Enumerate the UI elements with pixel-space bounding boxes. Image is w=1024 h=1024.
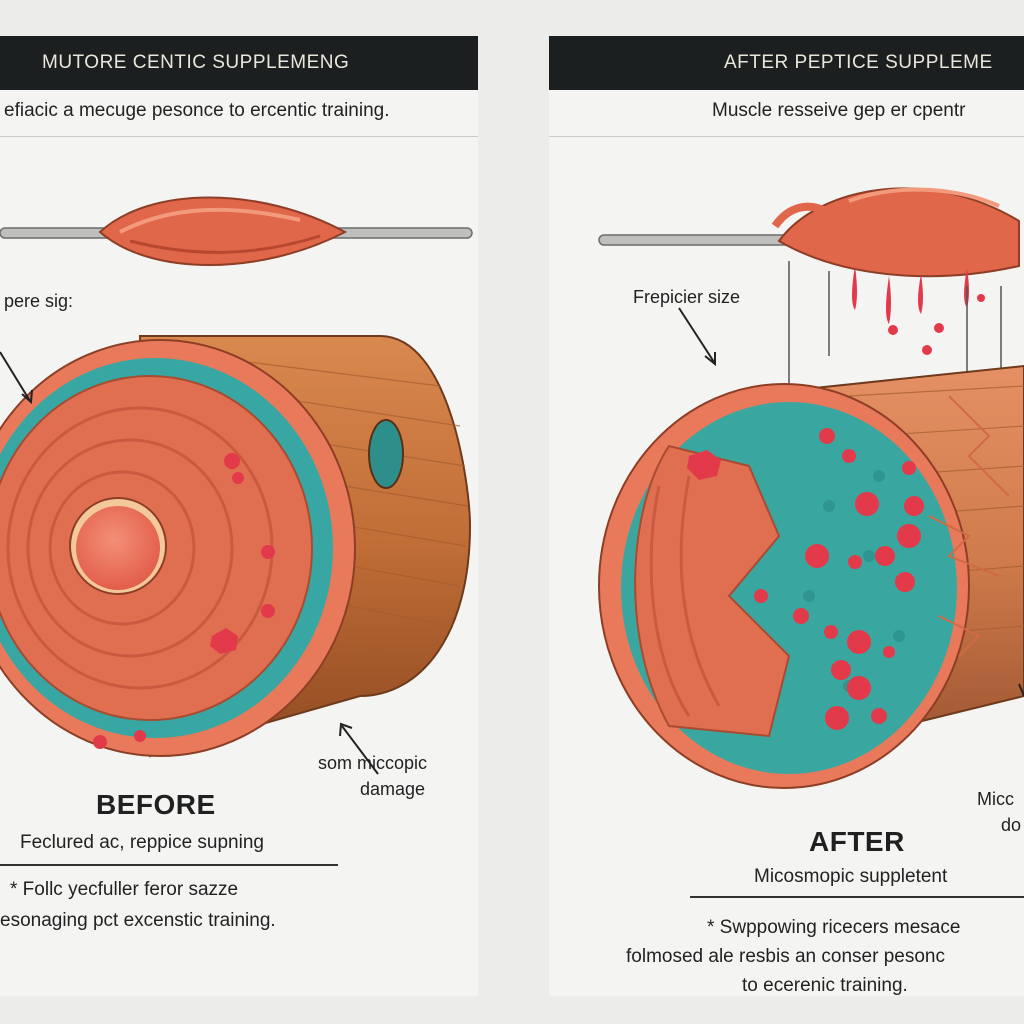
before-muscle-cylinder	[0, 335, 472, 758]
after-header: AFTER PEPTICE SUPPLEME	[549, 36, 1024, 90]
after-panel: AFTER PEPTICE SUPPLEME Muscle resseive g…	[549, 36, 1024, 996]
before-header-text: MUTORE CENTIC SUPPLEMENG	[42, 52, 350, 73]
after-note-3: to ecerenic training.	[742, 975, 908, 996]
before-callout-damage-2: damage	[360, 779, 426, 799]
after-note-2: folmosed ale resbis an conser pesonc	[626, 946, 945, 967]
after-arrows	[678, 307, 1024, 697]
before-note-1: * Follc yecfuller feror sazze	[10, 879, 239, 900]
after-tendon	[598, 187, 1020, 476]
before-muscle-illustration	[0, 196, 473, 775]
after-label: AFTER	[809, 826, 905, 857]
before-callout-damage-1: som miccopic	[318, 753, 428, 773]
before-callout-size: pere sig:	[4, 291, 74, 311]
after-caption: Micosmopic suppletent	[754, 866, 948, 887]
before-divider	[0, 136, 478, 137]
after-note-1: * Swppowing ricecers mesace	[707, 917, 961, 938]
after-callout-right-1: Micc	[977, 789, 1014, 809]
before-caption: Feclured ac, reppice supning	[20, 832, 264, 853]
before-header: MUTORE CENTIC SUPPLEMENG	[0, 36, 478, 90]
after-subtitle: Muscle resseive gep er cpentr	[712, 100, 966, 121]
after-divider	[549, 136, 1024, 137]
after-header-text: AFTER PEPTICE SUPPLEME	[724, 52, 993, 73]
before-panel: MUTORE CENTIC SUPPLEMENG efiacic a mecug…	[0, 36, 478, 996]
after-rule	[690, 896, 1024, 898]
before-label: BEFORE	[96, 789, 216, 820]
before-tendon	[0, 196, 473, 266]
after-blood-drips	[852, 266, 993, 380]
after-muscle-cylinder	[598, 364, 1024, 789]
after-callout-size: Frepicier size	[633, 287, 741, 307]
after-callout-right-2: do	[1001, 815, 1022, 835]
before-rule	[0, 864, 338, 866]
after-muscle-illustration	[598, 187, 1024, 789]
before-note-2: esonaging pct excenstic training.	[0, 910, 276, 931]
after-damage-dots	[687, 428, 924, 730]
before-subtitle: efiacic a mecuge pesonce to ercentic tra…	[4, 100, 390, 121]
before-arrows	[0, 351, 379, 775]
